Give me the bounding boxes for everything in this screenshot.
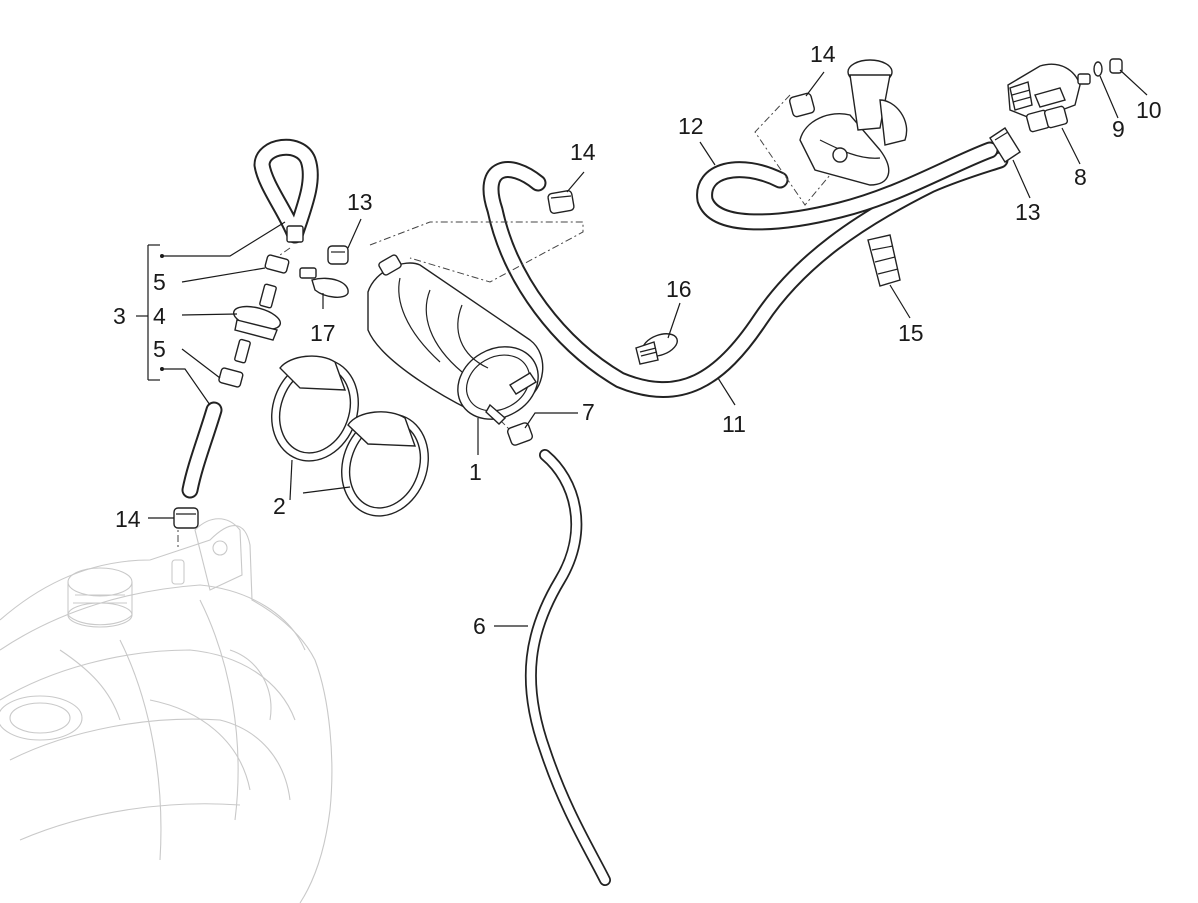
canister-1 [367,254,544,425]
clip-15 [867,234,901,287]
hose-12 [696,141,999,231]
clip-14-top [788,92,816,118]
callout-8: 8 [1074,164,1087,190]
callouts: 1 2 3 4 5 5 6 7 8 9 10 11 12 13 13 14 14… [113,41,1162,639]
leader-lines [136,69,1148,627]
hose-3-bottom [181,401,223,499]
washer-9 [1093,61,1103,77]
callout-13-right: 13 [1015,199,1041,225]
clamp-2-lower [341,411,429,517]
clip-14-left [173,507,199,529]
callout-10: 10 [1136,97,1162,123]
throttle-body [799,59,908,186]
clip-13-left [327,245,349,265]
hose-3-loop [253,138,319,244]
callout-3: 3 [113,303,126,329]
clip-5-lower [218,367,244,388]
callout-12: 12 [678,113,704,139]
callout-13-left: 13 [347,189,373,215]
solenoid-valve-8 [1007,63,1091,133]
clip-5-upper [264,254,290,274]
hose-clamp-16 [635,333,678,365]
clip-14-mid [547,190,575,214]
callout-11: 11 [722,411,746,437]
fitting-4 [232,283,282,364]
callout-14-left: 14 [115,506,141,532]
callout-16: 16 [666,276,692,302]
cap-10 [1109,58,1123,74]
callout-14-mid: 14 [570,139,596,165]
clip-13-right [989,127,1021,163]
callout-9: 9 [1112,116,1125,142]
fuel-tank-ghost [0,518,333,903]
clip-7 [507,422,533,446]
callout-5-upper: 5 [153,269,166,295]
callout-15: 15 [898,320,924,346]
callout-17: 17 [310,320,336,346]
callout-4: 4 [153,303,166,329]
callout-1: 1 [469,459,482,485]
callout-6: 6 [473,613,486,639]
hose-6 [524,449,611,886]
callout-7: 7 [582,399,595,425]
callout-2: 2 [273,493,286,519]
callout-5-lower: 5 [153,336,166,362]
clamp-2-upper [271,355,359,462]
callout-14-top: 14 [810,41,836,67]
bracket-17 [299,267,349,298]
